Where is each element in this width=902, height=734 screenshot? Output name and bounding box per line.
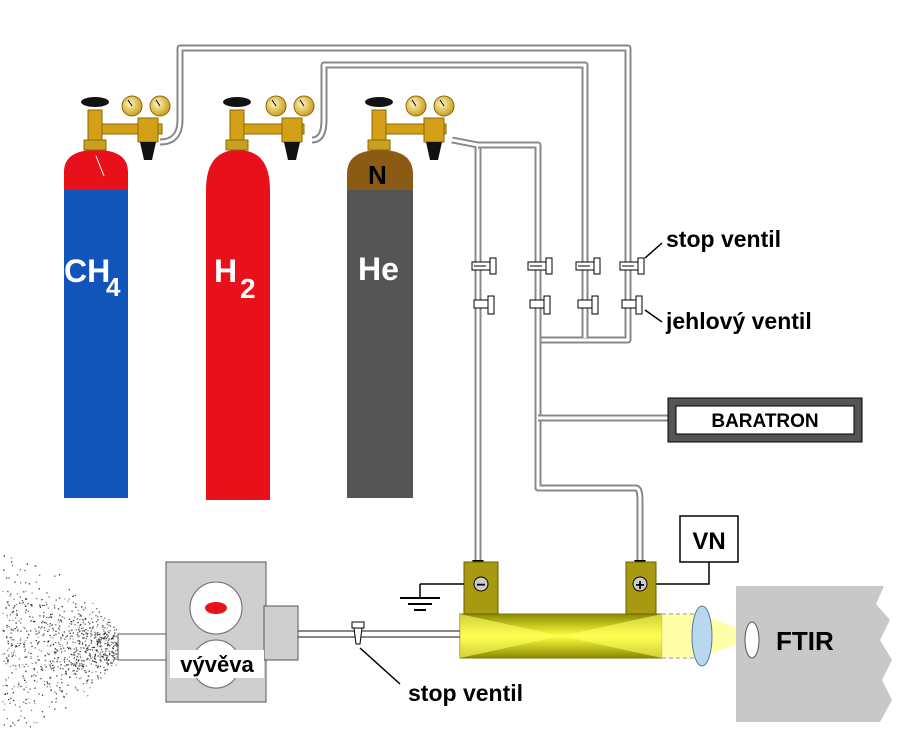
pump-label: vývěva xyxy=(180,652,254,677)
optical-path xyxy=(662,605,758,667)
cylinder-ch4-label: CH xyxy=(64,253,110,289)
needle-valve[interactable] xyxy=(473,295,495,315)
stop-valve[interactable] xyxy=(619,257,645,275)
stop-valve[interactable] xyxy=(471,257,497,275)
needle-valve[interactable] xyxy=(577,295,599,315)
cylinder-h2-subscript: 2 xyxy=(240,273,256,304)
gas-pipes xyxy=(159,44,668,638)
needle-valve-label: jehlový ventil xyxy=(665,308,812,334)
ftir-window xyxy=(744,621,760,659)
vacuum-pump: vývěva xyxy=(117,561,299,703)
lens-icon xyxy=(691,605,713,667)
bottom-stop-valve-label: stop ventil xyxy=(408,680,523,706)
stop-valve[interactable] xyxy=(575,257,601,275)
baratron-label: BARATRON xyxy=(711,411,818,432)
valve-wheel-icon[interactable] xyxy=(81,97,109,107)
cathode-sign: − xyxy=(476,577,485,594)
discharge-tube: − + xyxy=(400,561,663,659)
leader-bottom-stop-valve xyxy=(359,647,401,685)
pump-exhaust xyxy=(117,633,169,661)
stop-valves xyxy=(471,257,645,275)
cylinder-ch4: CH 4 xyxy=(64,95,171,498)
exhaust-spray xyxy=(2,555,120,728)
stop-valve[interactable] xyxy=(527,257,553,275)
cylinder-h2-label: H xyxy=(214,253,237,289)
cylinder-h2: H 2 xyxy=(206,95,315,500)
needle-valve[interactable] xyxy=(529,295,551,315)
ftir-label: FTIR xyxy=(776,626,834,656)
hv-label: VN xyxy=(692,528,725,555)
stop-valve-label: stop ventil xyxy=(666,226,781,252)
cylinder-he-cap-letter: N xyxy=(368,160,387,190)
baratron-gauge: BARATRON xyxy=(667,397,863,443)
ftir-instrument: FTIR xyxy=(736,586,892,722)
bottom-stop-valve[interactable] xyxy=(351,621,365,645)
cylinder-he-label: He xyxy=(358,251,399,287)
cylinder-he: N He xyxy=(347,95,455,498)
leader-needle-valve xyxy=(644,309,663,323)
hv-source: VN xyxy=(650,515,739,585)
hv-wire xyxy=(650,562,710,585)
needle-valve[interactable] xyxy=(621,295,643,315)
valve-wheel-icon[interactable] xyxy=(365,97,393,107)
anode-sign: + xyxy=(635,577,644,594)
leader-stop-valve xyxy=(644,242,663,259)
cylinder-ch4-subscript: 4 xyxy=(106,272,121,302)
valve-wheel-icon[interactable] xyxy=(223,97,251,107)
needle-valves xyxy=(473,295,643,315)
